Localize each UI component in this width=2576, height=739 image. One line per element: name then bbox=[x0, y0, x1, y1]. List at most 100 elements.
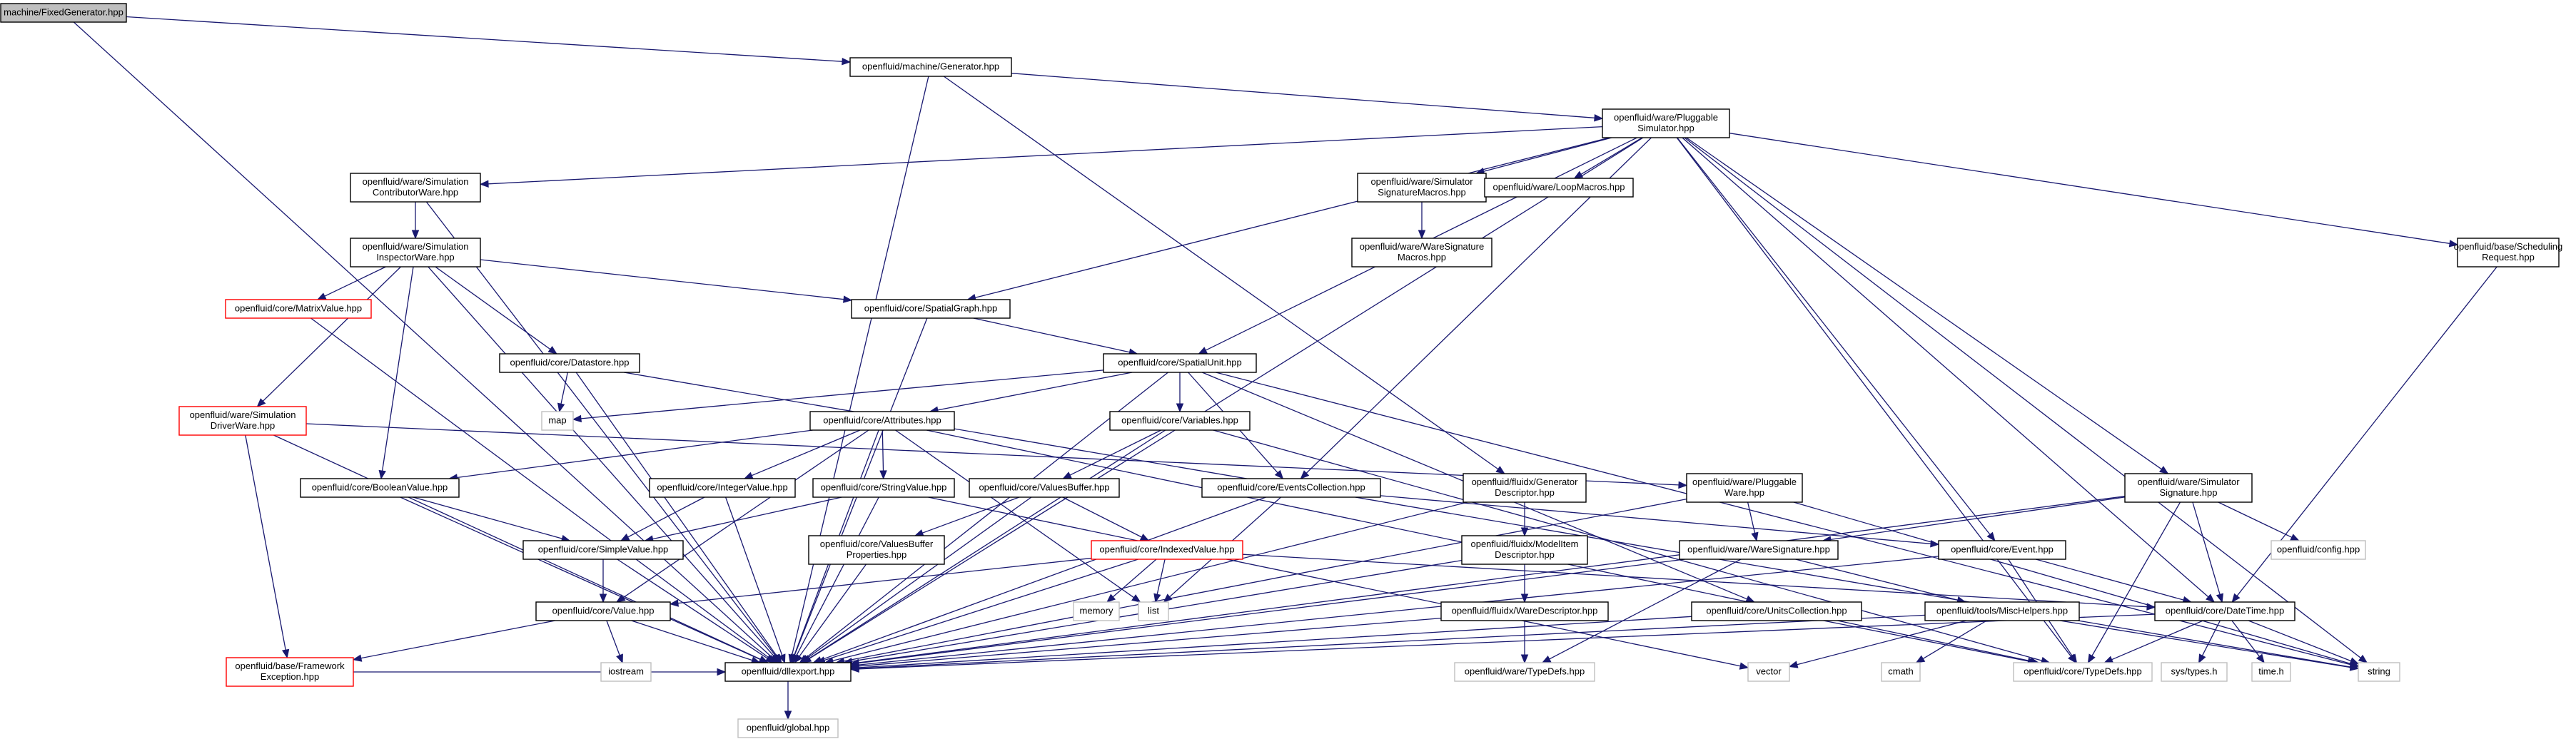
node-box-simsignature[interactable] bbox=[2124, 473, 2253, 503]
node-box-variables[interactable] bbox=[1109, 411, 1251, 431]
node-box-datetime[interactable] bbox=[2154, 601, 2295, 621]
arrowhead-attributes-to-integervalue bbox=[743, 472, 754, 479]
edge-valuesbuffer-to-vbprops bbox=[922, 496, 1020, 534]
node-mischelpers[interactable]: openfluid/tools/MiscHelpers.hpp bbox=[1924, 601, 2080, 621]
edge-valuesbuffer-to-indexedvalue bbox=[1062, 496, 1142, 538]
edge-simsignature-to-config bbox=[2218, 501, 2293, 538]
arrowhead-valuesbuffer-to-indexedvalue bbox=[1139, 534, 1150, 541]
node-box-fwexception[interactable] bbox=[226, 657, 354, 687]
node-unitscoll[interactable]: openfluid/core/UnitsCollection.hpp bbox=[1691, 601, 1862, 621]
node-simsigmacros[interactable]: openfluid/ware/SimulatorSignatureMacros.… bbox=[1357, 173, 1487, 203]
node-valuesbuffer[interactable]: openfluid/core/ValuesBuffer.hpp bbox=[969, 478, 1120, 498]
node-box-pluggableware[interactable] bbox=[1686, 473, 1803, 503]
node-box-waresigmacros[interactable] bbox=[1351, 238, 1492, 267]
node-box-generator[interactable] bbox=[849, 57, 1012, 77]
node-dllexport[interactable]: openfluid/dllexport.hpp bbox=[724, 662, 852, 682]
node-cmath: cmath bbox=[1881, 662, 1921, 682]
edge-simsignature-to-dllexport bbox=[858, 496, 2126, 663]
node-valuehpp[interactable]: openfluid/core/Value.hpp bbox=[535, 601, 671, 621]
arrowhead-fwexception-to-dllexport bbox=[717, 668, 727, 676]
node-box-mischelpers[interactable] bbox=[1924, 601, 2080, 621]
node-label-modelitemdesc: Descriptor.hpp bbox=[1495, 549, 1555, 560]
node-waresignature[interactable]: openfluid/ware/WareSignature.hpp bbox=[1679, 540, 1839, 560]
node-waredesc[interactable]: openfluid/fluidx/WareDescriptor.hpp bbox=[1440, 601, 1609, 621]
node-box-vbprops[interactable] bbox=[808, 535, 945, 565]
arrowhead-indexedvalue-to-datetime bbox=[2146, 603, 2156, 611]
node-box-simcontrib[interactable] bbox=[350, 173, 481, 203]
node-box-attributes[interactable] bbox=[809, 411, 955, 431]
node-indexedvalue[interactable]: openfluid/core/IndexedValue.hpp bbox=[1091, 540, 1243, 560]
node-box-unitscoll[interactable] bbox=[1691, 601, 1862, 621]
arrowhead-attributes-to-list bbox=[1131, 594, 1141, 603]
node-label-systypes: sys/types.h bbox=[2171, 666, 2217, 676]
edge-waresignature-to-mischelpers bbox=[1795, 559, 1958, 601]
node-box-valuesbuffer[interactable] bbox=[969, 478, 1120, 498]
node-label-coretypedefs: openfluid/core/TypeDefs.hpp bbox=[2024, 666, 2142, 676]
node-integervalue[interactable]: openfluid/core/IntegerValue.hpp bbox=[649, 478, 796, 498]
node-simplevalue[interactable]: openfluid/core/SimpleValue.hpp bbox=[522, 540, 684, 560]
arrowhead-pluggablesim-to-eventscoll bbox=[1300, 470, 1310, 479]
node-box-simplevalue[interactable] bbox=[522, 540, 684, 560]
node-box-waredesc[interactable] bbox=[1440, 601, 1609, 621]
node-datastore[interactable]: openfluid/core/Datastore.hpp bbox=[499, 353, 640, 373]
edge-integervalue-to-simplevalue bbox=[627, 496, 705, 538]
node-box-stringvalue[interactable] bbox=[812, 478, 955, 498]
node-box-dllexport[interactable] bbox=[724, 662, 852, 682]
node-booleanvalue[interactable]: openfluid/core/BooleanValue.hpp bbox=[300, 478, 460, 498]
node-box-pluggablesim[interactable] bbox=[1602, 108, 1730, 138]
node-box-siminspector[interactable] bbox=[350, 238, 481, 267]
node-box-eventscoll[interactable] bbox=[1201, 478, 1381, 498]
node-box-schedreq[interactable] bbox=[2457, 238, 2560, 267]
node-box-waresignature[interactable] bbox=[1679, 540, 1839, 560]
node-box-loopmacros[interactable] bbox=[1484, 178, 1634, 198]
node-eventscoll[interactable]: openfluid/core/EventsCollection.hpp bbox=[1201, 478, 1381, 498]
node-label-loopmacros: openfluid/ware/LoopMacros.hpp bbox=[1492, 181, 1625, 192]
node-label-timeh: time.h bbox=[2258, 666, 2283, 676]
node-siminspector[interactable]: openfluid/ware/SimulationInspectorWare.h… bbox=[350, 238, 481, 267]
node-datetime[interactable]: openfluid/core/DateTime.hpp bbox=[2154, 601, 2295, 621]
node-string: string bbox=[2358, 662, 2400, 682]
node-box-modelitemdesc[interactable] bbox=[1461, 535, 1588, 565]
edge-datetime-to-systypes bbox=[2201, 620, 2221, 656]
node-generator[interactable]: openfluid/machine/Generator.hpp bbox=[849, 57, 1012, 77]
node-box-valuehpp[interactable] bbox=[535, 601, 671, 621]
node-box-event[interactable] bbox=[1938, 540, 2066, 560]
node-label-unitscoll: openfluid/core/UnitsCollection.hpp bbox=[1706, 605, 1847, 616]
arrowhead-gendesc-to-modelitemdesc bbox=[1520, 527, 1529, 537]
node-coretypedefs: openfluid/core/TypeDefs.hpp bbox=[2013, 662, 2153, 682]
arrowhead-dllexport-to-globalhpp bbox=[784, 710, 792, 720]
node-box-simsigmacros[interactable] bbox=[1357, 173, 1487, 203]
node-matrixvalue[interactable]: openfluid/core/MatrixValue.hpp bbox=[225, 299, 372, 319]
node-label-simsignature: openfluid/ware/Simulator bbox=[2137, 476, 2240, 487]
node-simcontrib[interactable]: openfluid/ware/SimulationContributorWare… bbox=[350, 173, 481, 203]
node-box-simdriver[interactable] bbox=[178, 406, 307, 436]
node-box-matrixvalue[interactable] bbox=[225, 299, 372, 319]
node-stringvalue[interactable]: openfluid/core/StringValue.hpp bbox=[812, 478, 955, 498]
node-event[interactable]: openfluid/core/Event.hpp bbox=[1938, 540, 2066, 560]
node-box-gendesc[interactable] bbox=[1463, 473, 1587, 503]
node-box-integervalue[interactable] bbox=[649, 478, 796, 498]
node-variables[interactable]: openfluid/core/Variables.hpp bbox=[1109, 411, 1251, 431]
node-box-spatialunit[interactable] bbox=[1103, 353, 1257, 373]
node-box-booleanvalue[interactable] bbox=[300, 478, 460, 498]
node-box-datastore[interactable] bbox=[499, 353, 640, 373]
node-spatialunit[interactable]: openfluid/core/SpatialUnit.hpp bbox=[1103, 353, 1257, 373]
node-attributes[interactable]: openfluid/core/Attributes.hpp bbox=[809, 411, 955, 431]
node-vbprops[interactable]: openfluid/core/ValuesBufferProperties.hp… bbox=[808, 535, 945, 565]
edge-eventscoll-to-dllexport bbox=[820, 496, 1266, 661]
node-box-spatialgraph[interactable] bbox=[851, 299, 1011, 319]
node-spatialgraph[interactable]: openfluid/core/SpatialGraph.hpp bbox=[851, 299, 1011, 319]
node-loopmacros[interactable]: openfluid/ware/LoopMacros.hpp bbox=[1484, 178, 1634, 198]
node-box-indexedvalue[interactable] bbox=[1091, 540, 1243, 560]
node-label-simcontrib: openfluid/ware/Simulation bbox=[363, 176, 469, 187]
edge-attributes-to-booleanvalue bbox=[457, 429, 813, 479]
